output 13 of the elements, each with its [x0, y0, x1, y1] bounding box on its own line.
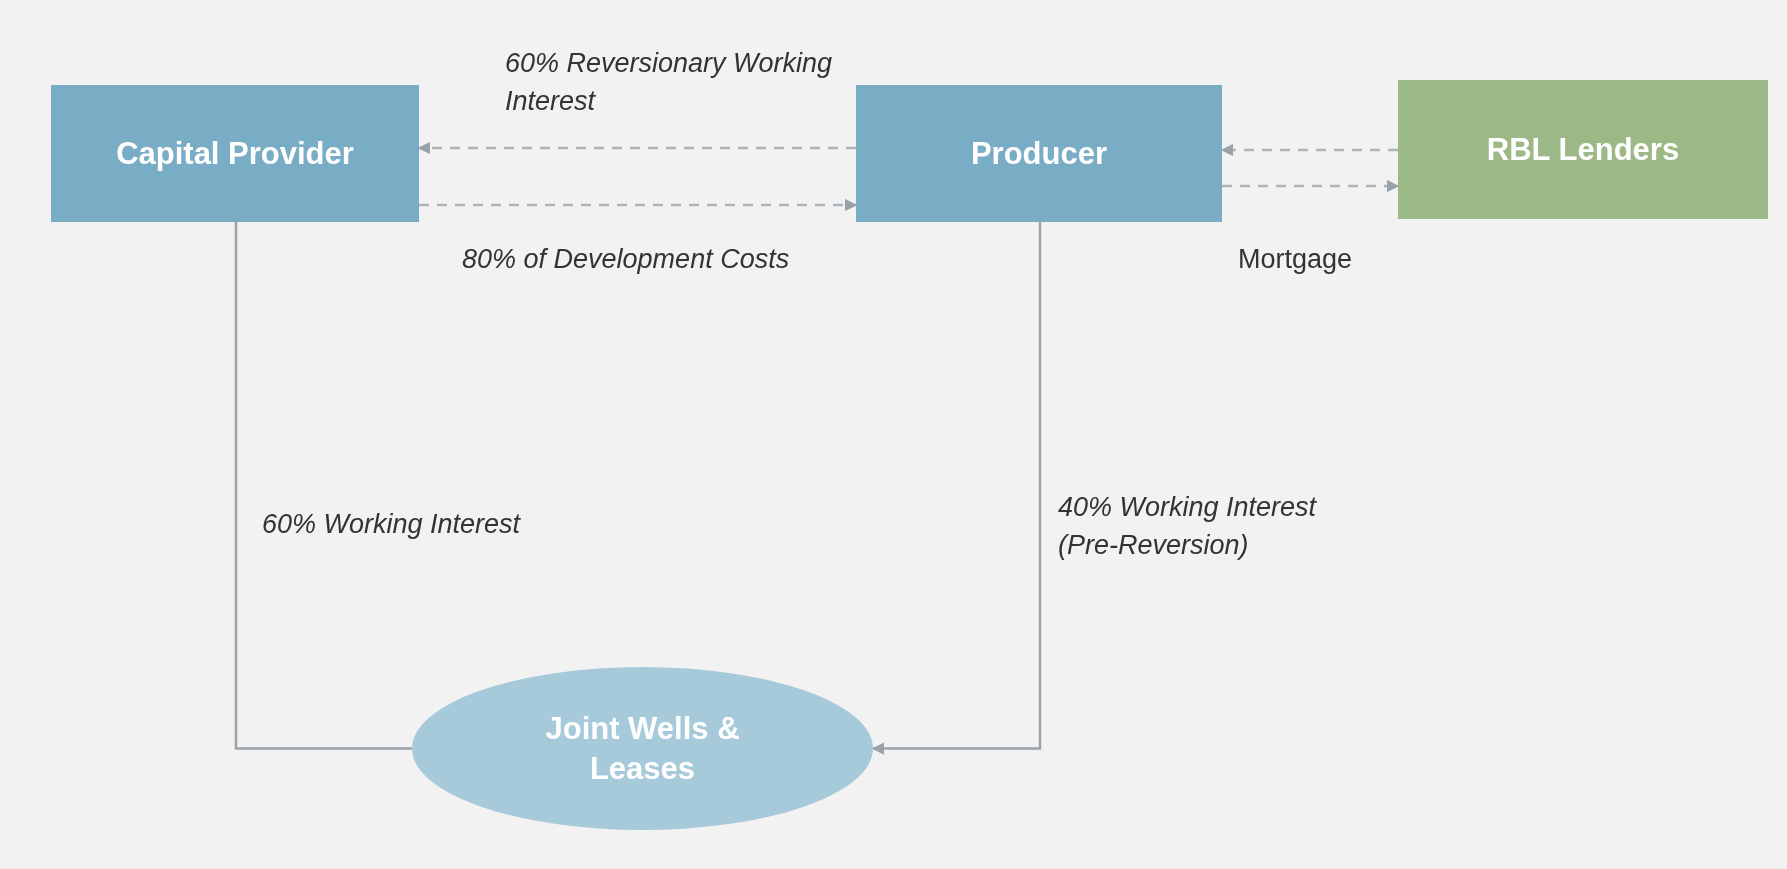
dashed-arrow [1222, 179, 1400, 193]
edge-label: 60% Working Interest [262, 508, 522, 541]
edge-label: 40% Working Interest (Pre-Reversion) [1058, 491, 1318, 562]
edge-label: 80% of Development Costs [462, 243, 791, 276]
process-box: Capital Provider [51, 85, 419, 222]
dashed-arrow [419, 198, 858, 212]
connector-line [871, 222, 1042, 755]
process-box: RBL Lenders [1398, 80, 1768, 219]
connector-line [234, 222, 412, 750]
process-box: Producer [856, 85, 1222, 222]
edge-label: Mortgage [1238, 243, 1354, 276]
ellipse-node: Joint Wells & Leases [412, 667, 873, 830]
edge-label: 60% Reversionary Working Interest [505, 47, 834, 118]
